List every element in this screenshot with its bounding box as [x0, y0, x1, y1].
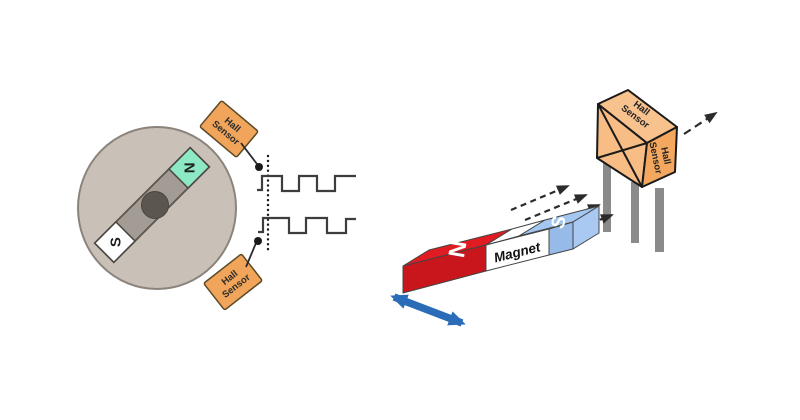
rotor-hub [141, 191, 169, 219]
north-pole-square [167, 146, 211, 190]
square-wave-top [257, 174, 356, 193]
package-leg-2 [631, 182, 639, 243]
package-side-face [641, 126, 678, 188]
magnet-end-face [572, 205, 600, 250]
hall-sensor-tag-shape [199, 100, 259, 158]
north-pole-label: N [182, 162, 199, 173]
sensor-lead-top [240, 142, 258, 165]
south-pole-square [93, 220, 137, 264]
magnet-north-label: N [443, 239, 471, 260]
package-cross-line-1 [597, 103, 643, 188]
square-wave-bottom [258, 216, 356, 235]
probe-dot-top [255, 163, 263, 171]
output-arrow [683, 111, 718, 135]
sensor-lead-bottom [245, 242, 257, 268]
package-cross-line-2 [596, 142, 648, 159]
motion-double-arrow [390, 293, 466, 327]
hall-sensor-package [596, 89, 678, 188]
linear-magnet [402, 205, 600, 294]
rotary-hall-diagram: N S Hall Sensor Hall Sensor [77, 100, 356, 311]
hall-sensor-tag-top: Hall Sensor [199, 100, 259, 158]
south-pole-label: S [107, 237, 124, 247]
probe-dot-bottom [254, 237, 262, 245]
field-arrow-2 [524, 193, 588, 222]
linear-hall-diagram: N S Magnet Hall Sensor Hall Sensor [390, 89, 718, 327]
magnet-south-label: S [548, 214, 572, 232]
package-side-line1: Hall [658, 146, 672, 165]
hall-sensor-tag-shape [203, 253, 263, 311]
package-leg-3 [655, 188, 664, 252]
package-leg-1 [603, 161, 611, 232]
